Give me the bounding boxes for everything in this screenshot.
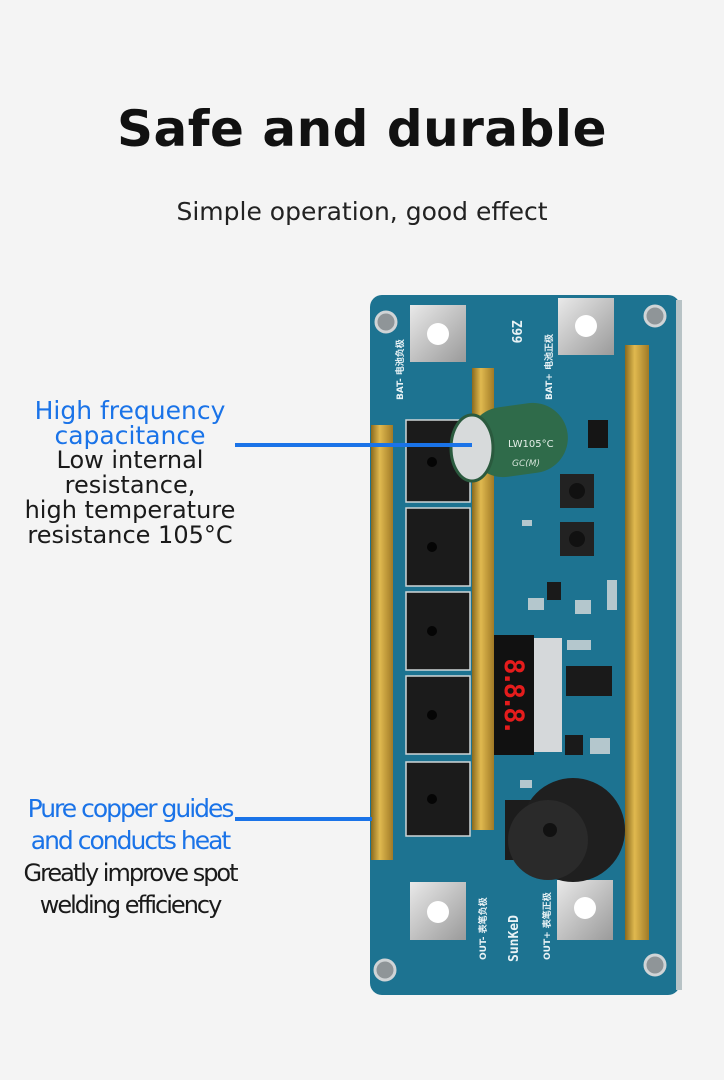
callout-pointer-line [235, 443, 472, 447]
callout-capacitance: High frequency capacitance Low internal … [10, 398, 250, 548]
board-label-out-negative: OUT- 表笔负极 [477, 896, 489, 960]
callout-heading-line: and conducts heat [30, 826, 231, 855]
copper-bars [371, 345, 649, 940]
callout-body-line: resistance 105°C [27, 521, 233, 549]
microcontroller-chip [566, 666, 612, 696]
page-subtitle: Simple operation, good effect [176, 197, 548, 226]
callout-pointer-line [235, 817, 372, 821]
callout-heading-line: High frequency [34, 396, 226, 425]
display-digits: 8.8.8. [498, 658, 529, 732]
buzzer [505, 778, 625, 882]
callout-body-line: welding efficiency [39, 891, 223, 919]
board-label-z99: Z99 [508, 320, 523, 343]
capacitor-rating-label: LW105°C [508, 439, 554, 450]
terminal-pads [410, 298, 614, 940]
board-label-sunked: SunKeD [507, 915, 522, 962]
callout-body-line: high temperature [24, 496, 236, 524]
push-buttons [560, 420, 608, 556]
board-label-out-positive: OUT+ 表笔正极 [541, 891, 553, 960]
callout-body-line: Greatly improve spot [23, 859, 238, 887]
capacitor-series-label: GC(M) [512, 459, 540, 469]
callout-body-line: resistance, [64, 471, 196, 499]
callout-heading-line: Pure copper guides [27, 794, 235, 823]
led-display: 8.8.8. [494, 635, 562, 755]
page-title: Safe and durable [117, 100, 607, 158]
board-label-bat-negative: BAT- 电池负极 [394, 338, 406, 400]
callout-body-line: Low internal [56, 446, 204, 474]
mosfets [405, 419, 471, 837]
capacitor: LW105°C GC(M) [449, 402, 568, 483]
callout-copper: Pure copper guides and conducts heat Gre… [10, 793, 250, 921]
board-label-bat-positive: BAT+ 电池正极 [543, 333, 555, 400]
callout-heading-line: capacitance [54, 421, 206, 450]
mounting-holes [373, 304, 667, 982]
